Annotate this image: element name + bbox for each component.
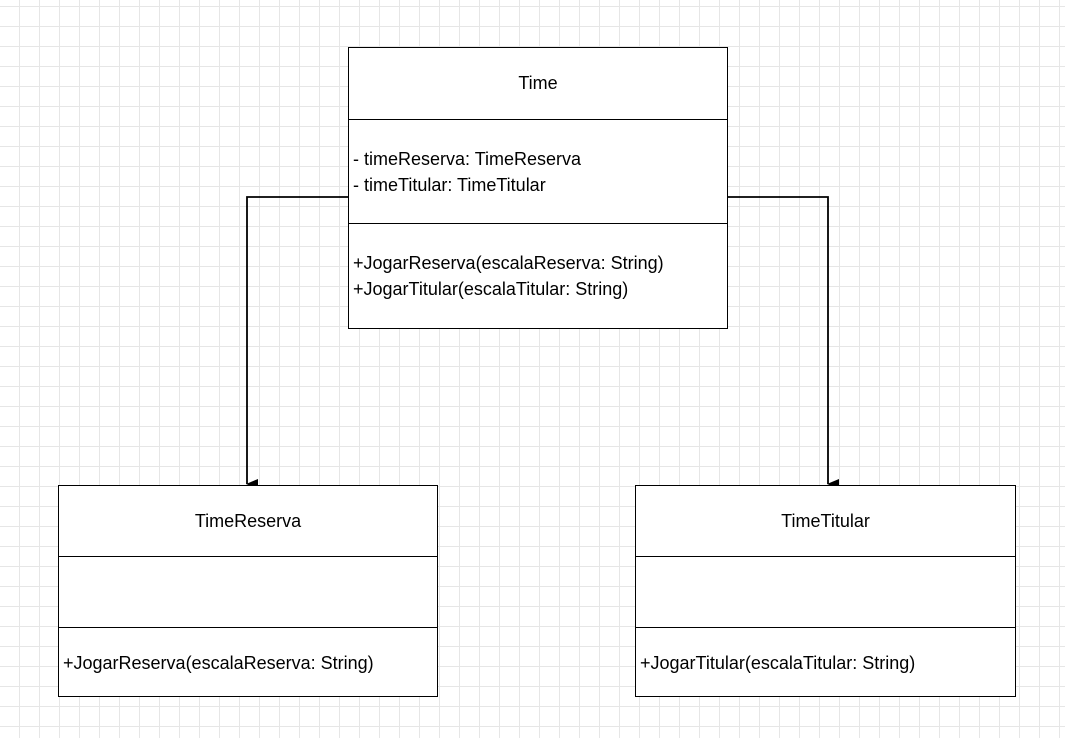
class-time-titular-methods: +JogarTitular(escalaTitular: String) — [636, 628, 1015, 696]
class-time-name: Time — [349, 48, 727, 120]
method-jogar-reserva: +JogarReserva(escalaReserva: String) — [63, 653, 374, 673]
class-time-titular-attributes — [636, 557, 1015, 628]
attribute-time-reserva: - timeReserva: TimeReserva — [353, 149, 582, 169]
method-jogar-titular: +JogarTitular(escalaTitular: String) — [353, 279, 629, 299]
attribute-time-titular: - timeTitular: TimeTitular — [353, 175, 546, 195]
class-time-reserva-methods: +JogarReserva(escalaReserva: String) — [59, 628, 437, 696]
class-time-titular-name: TimeTitular — [636, 486, 1015, 557]
method-jogar-titular: +JogarTitular(escalaTitular: String) — [640, 653, 916, 673]
class-time-reserva-attributes — [59, 557, 437, 628]
class-time-methods: +JogarReserva(escalaReserva: String) +Jo… — [349, 224, 727, 328]
class-time-reserva[interactable]: TimeReserva +JogarReserva(escalaReserva:… — [58, 485, 438, 697]
class-time-titular[interactable]: TimeTitular +JogarTitular(escalaTitular:… — [635, 485, 1016, 697]
edge-time-to-timereserva[interactable] — [246, 196, 348, 489]
edge-time-to-timetitular[interactable] — [728, 196, 839, 489]
class-time-reserva-name: TimeReserva — [59, 486, 437, 557]
class-time-attributes: - timeReserva: TimeReserva - timeTitular… — [349, 120, 727, 224]
method-jogar-reserva: +JogarReserva(escalaReserva: String) — [353, 253, 664, 273]
class-time[interactable]: Time - timeReserva: TimeReserva - timeTi… — [348, 47, 728, 329]
